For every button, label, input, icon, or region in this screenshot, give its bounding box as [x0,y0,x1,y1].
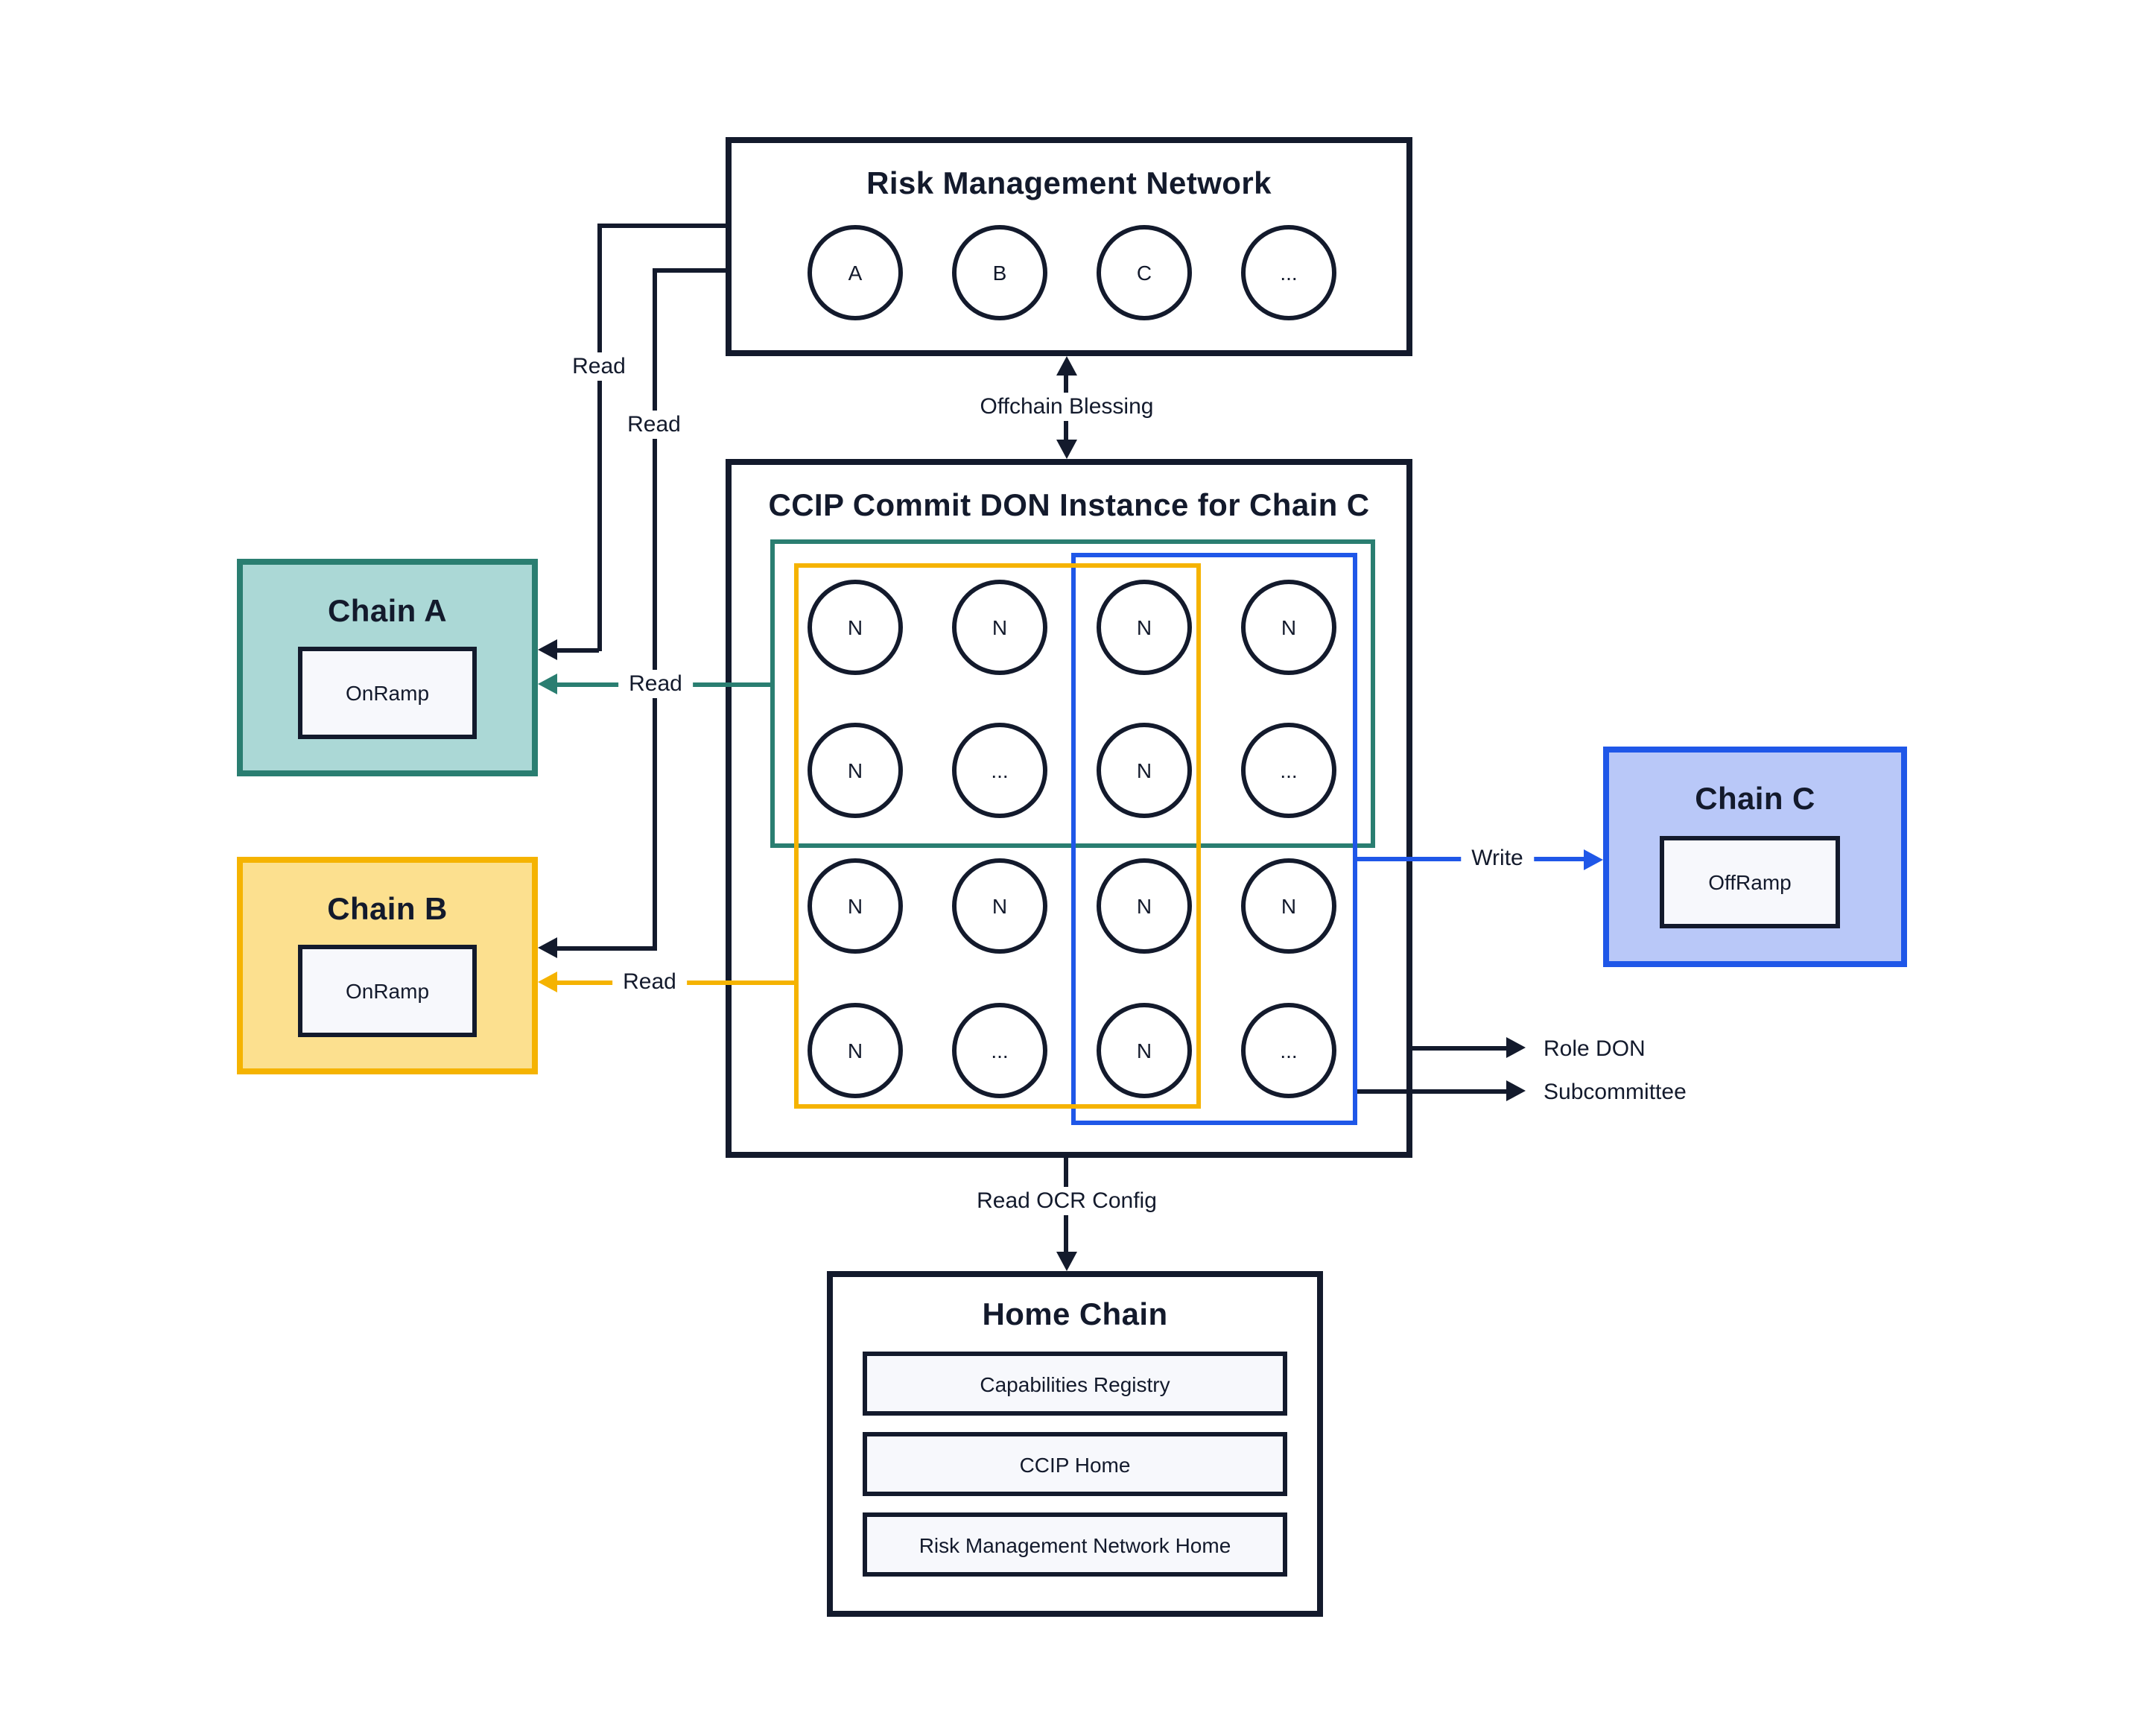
chain-b-title: Chain B [327,893,448,927]
gold-committee-rect [794,563,1201,1109]
chain-c-box: Chain C OffRamp [1603,747,1907,967]
don-node: N [952,580,1047,675]
don-node: N [1097,1003,1192,1098]
chain-b-onramp-contract: OnRamp [298,945,477,1037]
don-node-label: N [847,758,863,782]
don-node: N [1097,580,1192,675]
rmn-to-chain-a-line-bottom [557,648,599,653]
rmn-to-chain-b-line-top [653,268,730,273]
don-node-label: N [1136,758,1152,782]
don-node-label: N [1136,894,1152,918]
don-node-label: N [847,1039,863,1062]
onramp-label: OnRamp [345,979,430,1003]
home-chain-box: Home Chain Capabilities Registry CCIP Ho… [827,1271,1323,1617]
don-node: N [1241,580,1336,675]
don-node: N [808,580,903,675]
read-ocr-config-label: Read OCR Config [966,1187,1167,1215]
rmn-node-more: ... [1241,225,1336,320]
rmn-home-label: Risk Management Network Home [919,1533,1231,1556]
capabilities-registry-label: Capabilities Registry [980,1372,1170,1396]
blessing-arrowhead-down [1056,440,1077,459]
read-label-committee-chain-a: Read [618,670,693,698]
role-don-arrowhead [1506,1037,1526,1058]
don-node: ... [1241,723,1336,818]
rmn-node-a: A [808,225,903,320]
home-chain-title: Home Chain [982,1298,1168,1332]
don-node-label: N [992,615,1008,639]
rmn-to-chain-b-line-vertical [653,268,657,951]
role-don-label: Role DON [1544,1036,1646,1062]
don-node-label: ... [1280,758,1298,782]
rmn-to-chain-b-line-bottom [557,946,654,951]
subcommittee-arrowhead [1506,1080,1526,1101]
don-node: N [1241,858,1336,954]
chain-c-title: Chain C [1695,782,1815,817]
don-node: N [1097,723,1192,818]
arrowhead-into-chain-a [538,639,557,660]
rmn-node-c: C [1097,225,1192,320]
rmn-node-a-label: A [848,261,863,285]
don-node: N [808,723,903,818]
blessing-arrowhead-up [1056,356,1077,376]
subcommittee-line [1357,1089,1506,1094]
gold-arrowhead-into-chain-b [538,972,557,992]
capabilities-registry-contract: Capabilities Registry [863,1352,1287,1416]
don-node-label: ... [1280,1039,1298,1062]
don-node-label: N [847,894,863,918]
don-node: ... [1241,1003,1336,1098]
risk-management-network-box: Risk Management Network A B C ... [726,137,1412,356]
don-node-label: N [1281,615,1297,639]
subcommittee-label: Subcommittee [1544,1080,1687,1105]
arrowhead-into-chain-b [538,937,557,958]
chain-a-onramp-contract: OnRamp [298,647,477,739]
don-node: N [952,858,1047,954]
blue-subcommittee-rect [1071,553,1357,1125]
blue-arrowhead-into-chain-c [1584,849,1603,870]
don-node: ... [952,723,1047,818]
rmn-node-c-label: C [1136,261,1152,285]
don-node-label: N [1281,894,1297,918]
don-node: ... [952,1003,1047,1098]
read-label-rmn-chain-a: Read [562,352,636,381]
don-node-label: ... [991,1039,1009,1062]
rmn-to-chain-a-line-top [599,224,730,228]
chain-c-offramp-contract: OffRamp [1660,836,1840,928]
teal-arrowhead-into-chain-a [538,674,557,694]
chain-a-box: Chain A OnRamp [237,559,538,776]
risk-management-network-title: Risk Management Network [866,167,1272,201]
offchain-blessing-label: Offchain Blessing [969,393,1164,421]
read-label-rmn-chain-b: Read [617,411,691,439]
read-label-committee-chain-b: Read [612,968,687,996]
offramp-label: OffRamp [1708,870,1792,894]
ccip-commit-don-title: CCIP Commit DON Instance for Chain C [768,489,1370,523]
read-ocr-arrowhead-down [1056,1252,1077,1271]
rmn-home-contract: Risk Management Network Home [863,1512,1287,1577]
write-label: Write [1461,844,1534,872]
ccip-home-label: CCIP Home [1019,1452,1131,1476]
chain-b-box: Chain B OnRamp [237,857,538,1074]
don-node-label: N [1136,615,1152,639]
don-node-label: N [992,894,1008,918]
rmn-node-more-label: ... [1280,261,1298,285]
don-node: N [808,858,903,954]
ccip-commit-don-box: CCIP Commit DON Instance for Chain C N N… [726,459,1412,1158]
rmn-to-chain-a-line-vertical [597,224,602,651]
don-node: N [808,1003,903,1098]
don-node: N [1097,858,1192,954]
rmn-node-b: B [952,225,1047,320]
ccip-home-contract: CCIP Home [863,1432,1287,1496]
role-don-line [1412,1046,1506,1051]
don-node-label: N [1136,1039,1152,1062]
rmn-node-b-label: B [992,261,1007,285]
onramp-label: OnRamp [345,681,430,705]
chain-a-title: Chain A [328,595,447,629]
don-node-label: ... [991,758,1009,782]
don-node-label: N [847,615,863,639]
